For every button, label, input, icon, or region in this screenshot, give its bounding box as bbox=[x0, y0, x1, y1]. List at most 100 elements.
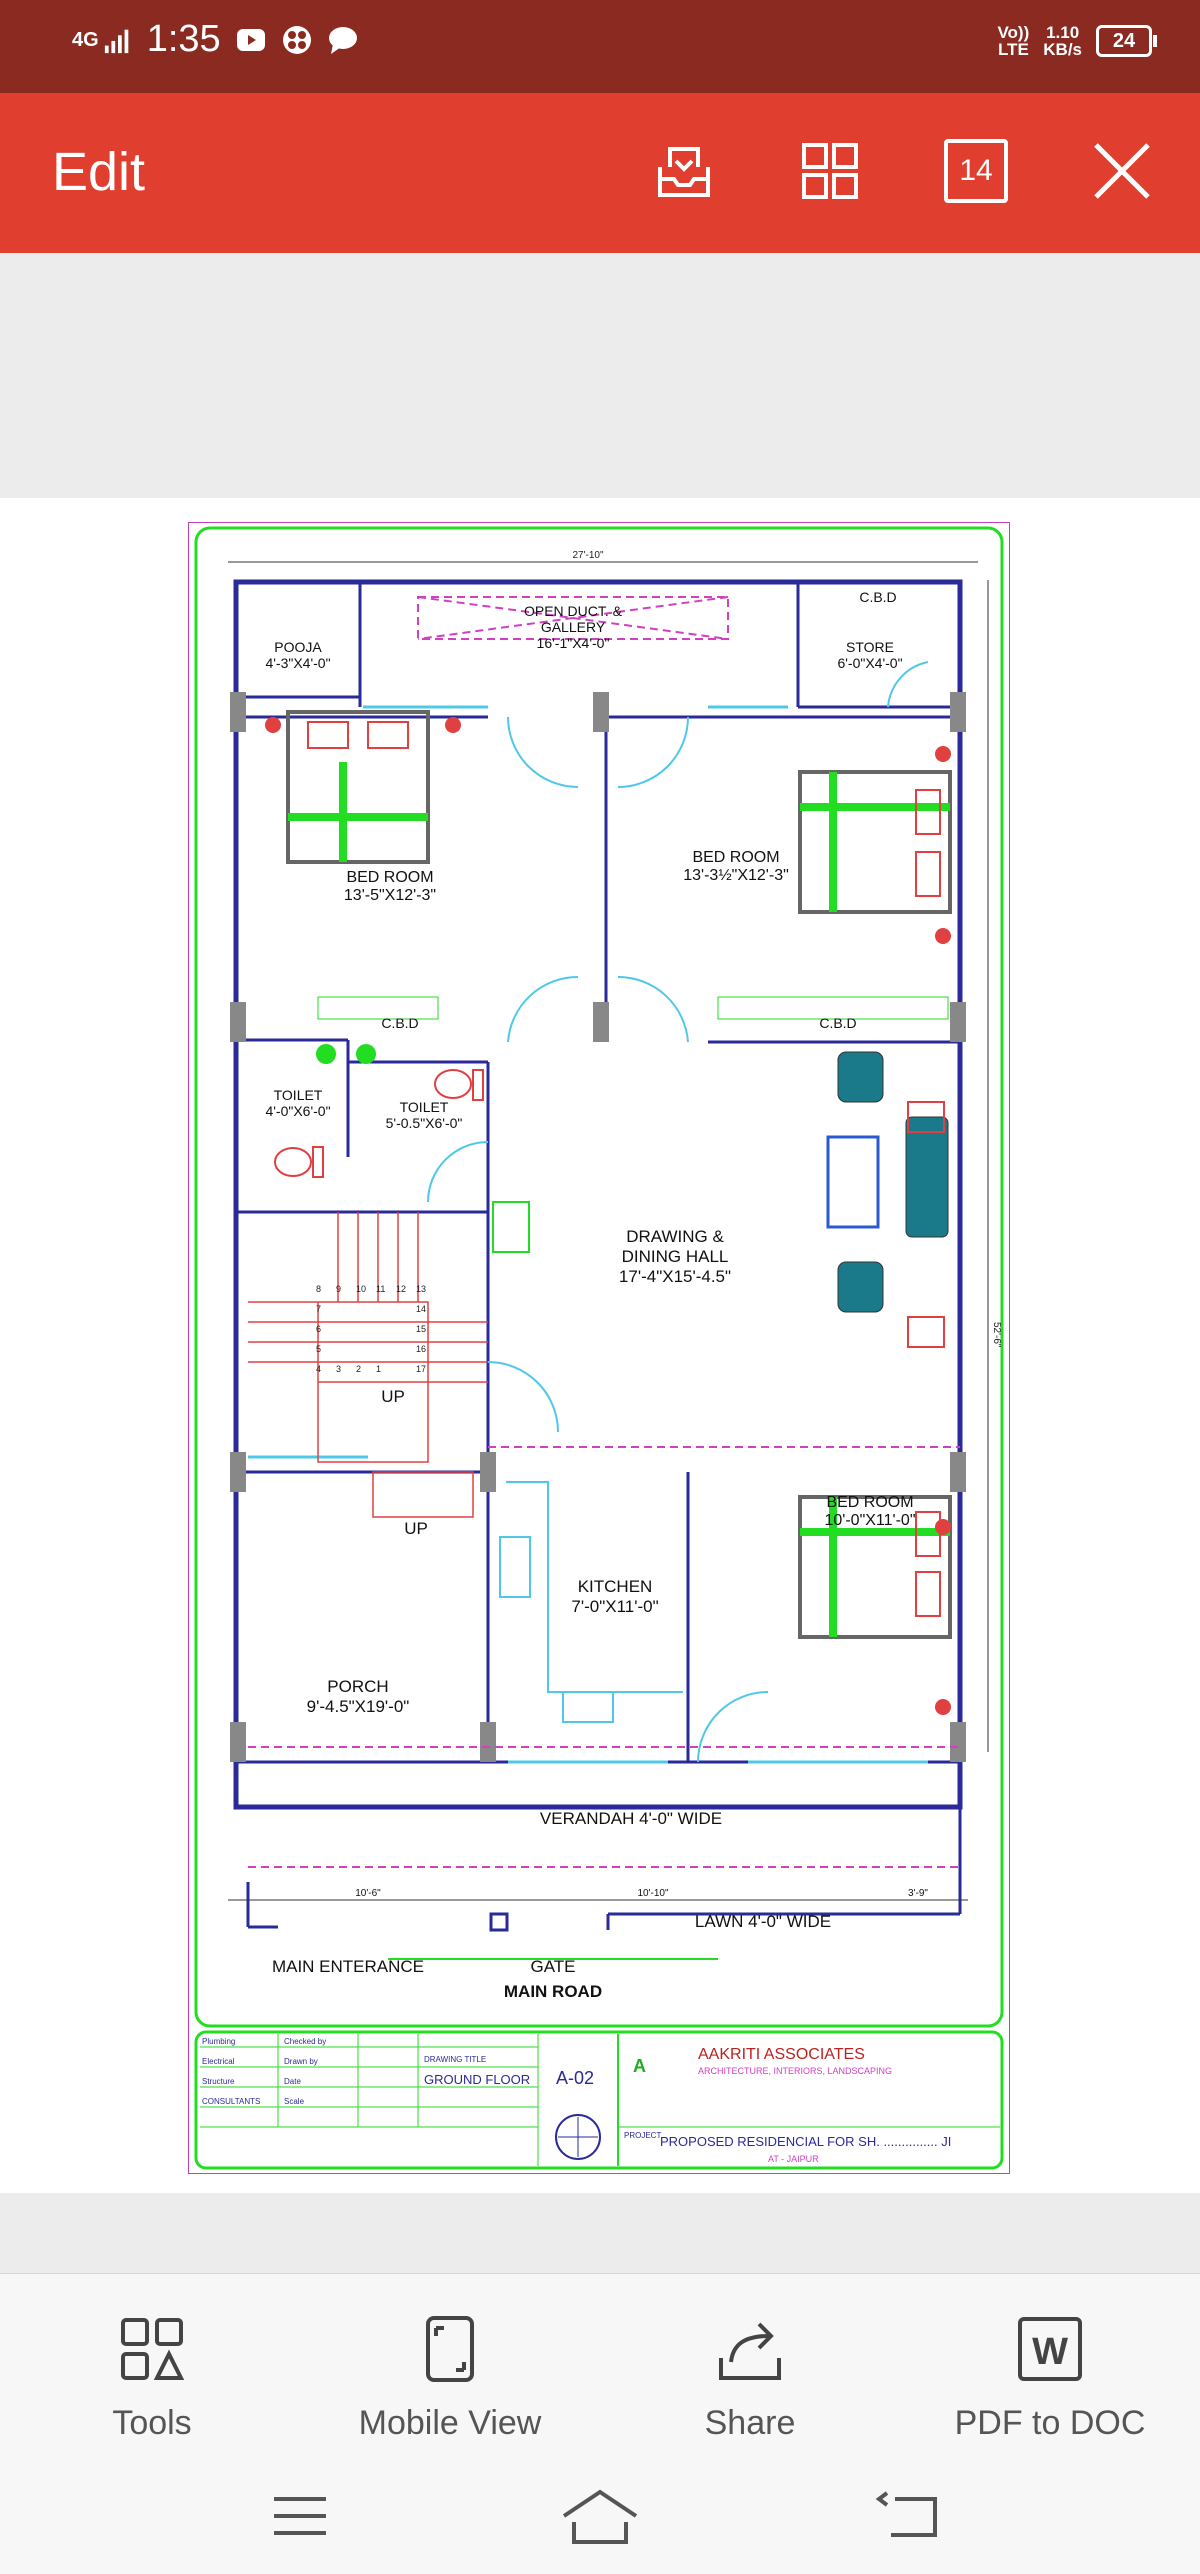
tb-row-electrical: Electrical bbox=[202, 2057, 235, 2066]
back-icon bbox=[875, 2491, 937, 2537]
bed3-size: 10'-0"X11'-0" bbox=[825, 1512, 916, 1529]
system-nav-bar bbox=[0, 2460, 1200, 2573]
stair-step-number: 6 bbox=[316, 1324, 321, 1334]
kitchen-size: 7'-0"X11'-0" bbox=[571, 1597, 658, 1616]
tb-col-date: Date bbox=[284, 2077, 301, 2086]
verandah-label: VERANDAH 4'-0" WIDE bbox=[540, 1809, 722, 1828]
overall-depth-dim: 52'-6" bbox=[991, 1322, 1002, 1348]
bed2-label: BED ROOM bbox=[692, 849, 779, 866]
app-bar: Edit 14 bbox=[0, 93, 1200, 253]
tb-sheet-no: A-02 bbox=[556, 2068, 594, 2088]
stair-step-number: 16 bbox=[416, 1344, 426, 1354]
cbd-left-label: C.B.D bbox=[381, 1015, 418, 1031]
dim-right: 3'-9" bbox=[908, 1888, 928, 1899]
toilet1-label: TOILET bbox=[274, 1087, 323, 1103]
pooja-size: 4'-3"X4'-0" bbox=[265, 655, 330, 671]
stair-step-number: 5 bbox=[316, 1344, 321, 1354]
stair-step-number: 15 bbox=[416, 1324, 426, 1334]
viewer-background bbox=[0, 253, 1200, 498]
toilet2-label: TOILET bbox=[400, 1099, 449, 1115]
stair-step-number: 4 bbox=[316, 1364, 321, 1374]
close-button[interactable] bbox=[1084, 133, 1160, 209]
toilet1-size: 4'-0"X6'-0" bbox=[265, 1103, 330, 1119]
battery-indicator: 24 bbox=[1096, 25, 1157, 57]
home-icon bbox=[562, 2489, 638, 2544]
drawing-size: 17'-4"X15'-4.5" bbox=[619, 1267, 731, 1286]
stair-step-number: 14 bbox=[416, 1304, 426, 1314]
project-title: PROPOSED RESIDENCIAL FOR SH. ...........… bbox=[660, 2134, 951, 2149]
inbox-icon bbox=[658, 147, 710, 197]
stair-step-number: 10 bbox=[356, 1284, 366, 1294]
mobile-view-icon bbox=[426, 2316, 474, 2382]
grid-icon bbox=[802, 143, 858, 199]
gallery-label: GALLERY bbox=[541, 619, 606, 635]
store-size: 6'-0"X4'-0" bbox=[837, 655, 902, 671]
dining-label: DINING HALL bbox=[622, 1247, 729, 1266]
tools-button[interactable]: Tools bbox=[22, 2294, 282, 2443]
stair-step-number: 12 bbox=[396, 1284, 406, 1294]
bottom-toolbar: Tools Mobile View Share W PDF to DOC bbox=[0, 2273, 1200, 2574]
stair-step-number: 2 bbox=[356, 1364, 361, 1374]
volte-indicator: Vo))LTE bbox=[997, 23, 1030, 59]
dim-left: 10'-6" bbox=[355, 1888, 381, 1899]
bed1-size: 13'-5"X12'-3" bbox=[344, 887, 436, 904]
toilet2-size: 5'-0.5"X6'-0" bbox=[386, 1115, 463, 1131]
stair-step-number: 3 bbox=[336, 1364, 341, 1374]
tb-col-scale: Scale bbox=[284, 2097, 305, 2106]
youtube-icon bbox=[236, 28, 265, 51]
tb-row-plumbing: Plumbing bbox=[202, 2037, 235, 2046]
menu-icon bbox=[274, 2497, 326, 2535]
bed3-label: BED ROOM bbox=[826, 1494, 913, 1511]
back-button[interactable] bbox=[870, 2486, 950, 2546]
duct-size: 16'-1"X4'-0" bbox=[537, 635, 610, 651]
tb-title-label: DRAWING TITLE bbox=[424, 2055, 486, 2064]
duct-label: OPEN DUCT. & bbox=[524, 603, 623, 619]
tools-icon bbox=[121, 2318, 185, 2380]
tb-col-checked: Checked by bbox=[284, 2037, 326, 2046]
gate-label: GATE bbox=[530, 1957, 575, 1976]
svg-text:A: A bbox=[633, 2056, 646, 2076]
pdf-to-doc-button[interactable]: W PDF to DOC bbox=[920, 2294, 1180, 2443]
overall-width-dim: 27'-10" bbox=[572, 550, 603, 561]
page-number: 14 bbox=[944, 139, 1008, 203]
main-entrance-label: MAIN ENTERANCE bbox=[272, 1957, 424, 1976]
inbox-button[interactable] bbox=[646, 133, 722, 209]
app-notification-icon bbox=[282, 25, 311, 54]
mobile-view-button[interactable]: Mobile View bbox=[320, 2294, 580, 2443]
share-button[interactable]: Share bbox=[620, 2294, 880, 2443]
stair-step-number: 1 bbox=[376, 1364, 381, 1374]
stair-step-number: 9 bbox=[336, 1284, 341, 1294]
page-count-button[interactable]: 14 bbox=[938, 133, 1014, 209]
grid-view-button[interactable] bbox=[792, 133, 868, 209]
project-location: AT - JAIPUR bbox=[768, 2154, 819, 2164]
stair-step-number: 17 bbox=[416, 1364, 426, 1374]
tb-row-consultants: CONSULTANTS bbox=[202, 2097, 260, 2106]
floor-plan-drawing[interactable]: 27'-10" 52'-6" bbox=[188, 522, 1010, 2174]
stair-step-number: 7 bbox=[316, 1304, 321, 1314]
pdf-to-doc-icon: W bbox=[1018, 2317, 1082, 2381]
viewer-background-bottom bbox=[0, 2193, 1200, 2273]
stair-step-number: 8 bbox=[316, 1284, 321, 1294]
project-label: PROJECT bbox=[624, 2131, 661, 2140]
firm-name: AAKRITI ASSOCIATES bbox=[698, 2046, 865, 2063]
drawing-label: DRAWING & bbox=[626, 1227, 724, 1246]
tb-row-structure: Structure bbox=[202, 2077, 235, 2086]
store-label: STORE bbox=[846, 639, 894, 655]
signal-icon bbox=[104, 29, 128, 53]
svg-text:W: W bbox=[1032, 2331, 1068, 2373]
share-icon bbox=[719, 2322, 781, 2380]
main-road-label: MAIN ROAD bbox=[504, 1982, 602, 2001]
dim-mid: 10'-10" bbox=[637, 1888, 668, 1899]
firm-tagline: ARCHITECTURE, INTERIORS, LANDSCAPING bbox=[698, 2066, 892, 2076]
home-button[interactable] bbox=[560, 2486, 640, 2546]
porch-up-label: UP bbox=[404, 1519, 428, 1538]
tb-col-drawn: Drawn by bbox=[284, 2057, 318, 2066]
chat-bubble-icon bbox=[328, 26, 357, 54]
clock: 1:35 bbox=[146, 18, 221, 60]
porch-size: 9'-4.5"X19'-0" bbox=[307, 1697, 410, 1716]
menu-button[interactable] bbox=[260, 2486, 340, 2546]
pooja-label: POOJA bbox=[274, 639, 322, 655]
edit-button[interactable]: Edit bbox=[52, 142, 146, 202]
